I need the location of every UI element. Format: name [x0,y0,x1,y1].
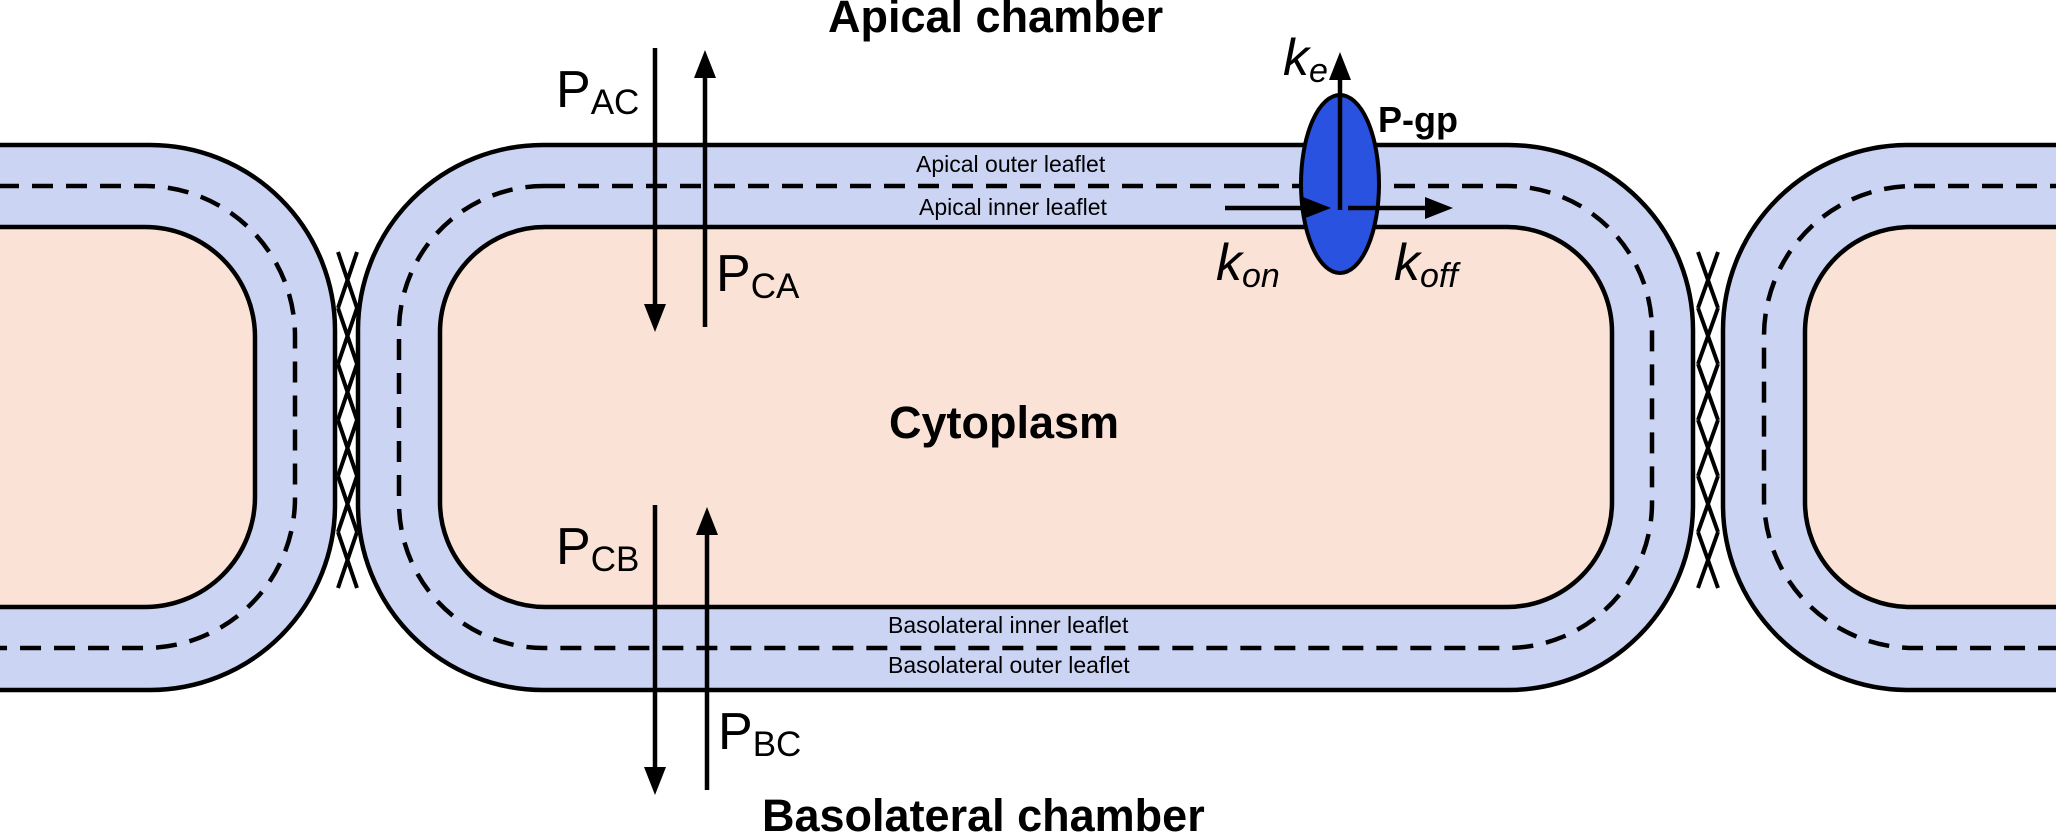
cytoplasm-label: Cytoplasm [889,397,1120,448]
central-cell-leaflet-boundary [396,183,1655,651]
tight-junction-right [1696,251,1720,589]
arrow-pcb [644,505,666,795]
arrow-koff [1348,197,1453,219]
arrow-pbc [696,507,718,790]
rate-koff-symbol: k [1394,234,1420,292]
apical-inner-leaflet-label: Apical inner leaflet [919,194,1107,220]
central-cell-cytoplasm [437,224,1615,610]
pgp-transporter-label: P-gp [1378,99,1458,140]
rate-kon-subscript: on [1242,257,1280,295]
left-cell-leaflet-boundary [0,183,298,651]
basolateral-inner-leaflet-label: Basolateral inner leaflet [888,612,1129,638]
basolateral-chamber-title: Basolateral chamber [762,790,1205,838]
rate-pbc-subscript: BC [752,725,802,764]
rate-pbc-symbol: P [718,703,753,761]
rate-ke-symbol: k [1283,29,1309,87]
arrow-pac [644,48,666,332]
rate-pca-subscript: CA [750,267,800,306]
arrow-kon [1225,197,1331,219]
basolateral-outer-leaflet-label: Basolateral outer leaflet [888,652,1130,678]
rate-ke-subscript: e [1309,52,1328,90]
left-cell-cytoplasm [0,224,258,610]
rate-kon-symbol: k [1216,234,1242,292]
rate-pac-symbol: P [556,61,591,119]
rate-pcb-symbol: P [556,518,591,576]
right-cell-cytoplasm [1802,224,2056,610]
tight-junction-left [336,251,359,589]
apical-outer-leaflet-label: Apical outer leaflet [916,151,1106,177]
arrow-pca [694,50,716,327]
apical-chamber-title: Apical chamber [828,0,1164,42]
rate-pac-subscript: AC [590,83,640,122]
rate-pca-symbol: P [716,245,751,303]
rate-pcb-subscript: CB [590,540,640,579]
right-cell-leaflet-boundary [1761,183,2056,651]
arrow-ke-efflux [1329,52,1351,210]
rate-koff-subscript: off [1420,257,1458,295]
